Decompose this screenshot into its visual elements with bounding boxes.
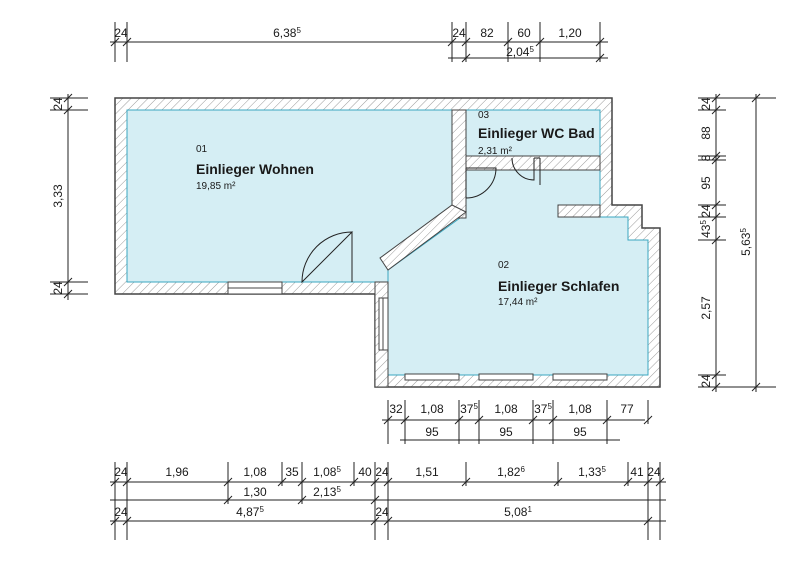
dim-label: 24 — [114, 26, 128, 40]
wc-wall-notch — [557, 204, 601, 218]
room-name: Einlieger Wohnen — [196, 161, 314, 177]
dim-label: 35 — [285, 465, 299, 479]
dim-label: 60 — [517, 26, 531, 40]
window-schlafen-3 — [552, 373, 608, 381]
partition-wall — [451, 109, 467, 219]
door-wc-swing — [465, 167, 497, 199]
dim-label: 41 — [630, 465, 644, 479]
dim-label: 6,385 — [273, 26, 301, 40]
dim-label: 1,08 — [494, 402, 518, 416]
dimension-labels: 24 6,385 24 82 60 1,20 2,045 24 3,33 24 … — [51, 26, 753, 519]
dim-label: 435 — [699, 220, 713, 238]
room-name: Einlieger WC Bad — [478, 125, 595, 141]
dim-label: 24 — [647, 465, 661, 479]
dim-label: 1,30 — [243, 485, 267, 499]
dim-label: 24 — [699, 204, 713, 218]
room-area: 19,85 m² — [196, 181, 236, 192]
walls — [114, 97, 661, 388]
dim-label: 24 — [699, 97, 713, 111]
dim-label: 8 — [699, 154, 713, 161]
diagonal-wall — [379, 204, 467, 271]
dim-label: 1,08 — [568, 402, 592, 416]
dim-label: 1,20 — [558, 26, 582, 40]
window-schlafen-2 — [478, 373, 534, 381]
door-wohnen-swing — [301, 231, 354, 284]
dim-label: 1,51 — [415, 465, 439, 479]
dim-label: 24 — [114, 505, 128, 519]
dim-label: 3,33 — [51, 184, 65, 208]
dim-label: 375 — [534, 402, 552, 416]
dim-label: 5,081 — [504, 505, 532, 519]
dim-label: 40 — [358, 465, 372, 479]
dim-label: 24 — [375, 465, 389, 479]
room-number: 03 — [478, 110, 490, 121]
dim-label: 24 — [51, 281, 65, 295]
room-name: Einlieger Schlafen — [498, 278, 619, 294]
dim-label: 5,635 — [739, 228, 753, 256]
doors — [301, 157, 541, 284]
dim-label: 1,96 — [165, 465, 189, 479]
windows — [227, 281, 608, 381]
dim-label: 32 — [389, 402, 403, 416]
dim-label: 1,08 — [420, 402, 444, 416]
dim-label: 88 — [699, 126, 713, 140]
room-number: 02 — [498, 260, 510, 271]
dim-label: 2,045 — [506, 45, 534, 59]
room-area: 2,31 m² — [478, 146, 513, 157]
dim-label: 24 — [699, 374, 713, 388]
dim-label: 2,57 — [699, 296, 713, 320]
dim-label: 77 — [620, 402, 634, 416]
dim-label: 4,875 — [236, 505, 264, 519]
dim-label: 95 — [699, 176, 713, 190]
dim-label: 24 — [114, 465, 128, 479]
dim-label: 24 — [375, 505, 389, 519]
dim-label: 24 — [452, 26, 466, 40]
dim-label: 1,335 — [578, 465, 606, 479]
window-schlafen-1 — [404, 373, 460, 381]
dim-label: 95 — [499, 425, 513, 439]
dim-label: 375 — [460, 402, 478, 416]
dim-label: 1,08 — [243, 465, 267, 479]
dim-label: 24 — [51, 97, 65, 111]
door-bad-swing — [511, 157, 535, 181]
dim-label: 1,085 — [313, 465, 341, 479]
room-area: 17,44 m² — [498, 297, 538, 308]
room-number: 01 — [196, 144, 208, 155]
dim-label: 2,135 — [313, 485, 341, 499]
dim-label: 95 — [573, 425, 587, 439]
room-labels: 01 Einlieger Wohnen 19,85 m² 03 Einliege… — [196, 110, 619, 308]
dimension-ticks — [50, 22, 776, 540]
dim-label: 82 — [480, 26, 494, 40]
dim-label: 1,826 — [497, 465, 525, 479]
dim-label: 95 — [425, 425, 439, 439]
